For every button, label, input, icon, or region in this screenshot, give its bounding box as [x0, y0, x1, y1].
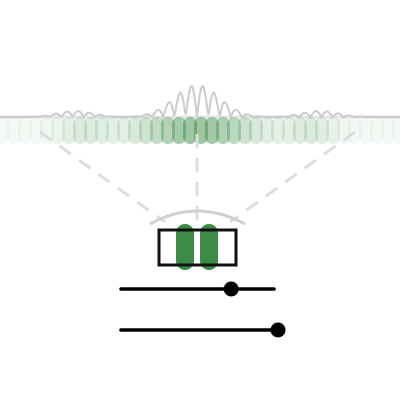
signal-capsule: [84, 117, 98, 144]
signal-capsule: [238, 117, 252, 144]
signal-capsule: [271, 117, 285, 144]
signal-capsule: [392, 117, 400, 144]
signal-capsule: [139, 117, 153, 144]
signal-capsule: [293, 117, 307, 144]
signal-capsule: [359, 117, 373, 144]
capsule-strip: [0, 117, 400, 144]
signal-capsule: [0, 117, 10, 144]
waveform-plot: [0, 85, 400, 120]
signal-capsule: [73, 117, 87, 144]
window-capsule-right: [200, 224, 218, 270]
waveform-line: [0, 85, 400, 120]
signal-capsule: [106, 117, 120, 144]
signal-capsule: [128, 117, 142, 144]
signal-capsule: [370, 117, 384, 144]
signal-capsule: [7, 117, 21, 144]
signal-capsule: [51, 117, 65, 144]
signal-capsule: [282, 117, 296, 144]
signal-capsule: [227, 117, 241, 144]
signal-capsule: [18, 117, 32, 144]
signal-capsule: [150, 117, 164, 144]
signal-capsule: [205, 117, 219, 144]
signal-capsule: [95, 117, 109, 144]
projection-guides: [39, 130, 356, 228]
signal-capsule: [183, 117, 197, 144]
signal-capsule: [161, 117, 175, 144]
circle-handle-icon[interactable]: [223, 281, 239, 297]
signal-capsule: [315, 117, 329, 144]
left-guide-line: [39, 130, 166, 224]
signal-capsule: [117, 117, 131, 144]
signal-capsule: [381, 117, 395, 144]
slider-2[interactable]: [119, 322, 286, 338]
signal-capsule: [249, 117, 263, 144]
signal-capsule: [304, 117, 318, 144]
circle-handle-icon[interactable]: [270, 322, 286, 338]
signal-capsule: [62, 117, 76, 144]
signal-capsule: [326, 117, 340, 144]
window-capsule-left: [176, 224, 194, 270]
signal-capsule: [40, 117, 54, 144]
focus-arc: [149, 209, 246, 226]
right-guide-line: [229, 130, 356, 224]
signal-capsule: [216, 117, 230, 144]
signal-capsule: [172, 117, 186, 144]
rectangle-window-icon[interactable]: [157, 228, 238, 267]
signal-capsule: [29, 117, 43, 144]
slider-1[interactable]: [119, 281, 276, 297]
signal-capsule: [348, 117, 362, 144]
signal-capsule: [260, 117, 274, 144]
